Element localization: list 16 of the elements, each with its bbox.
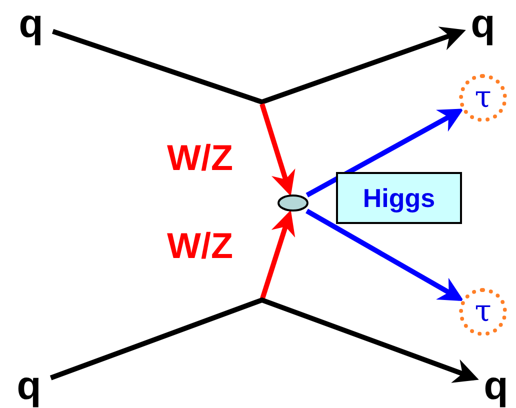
arrow — [306, 208, 464, 302]
tau-symbol: τ — [474, 297, 492, 327]
arrow — [260, 103, 296, 196]
arrow — [52, 26, 466, 105]
quark-label: q — [484, 366, 508, 406]
tau-symbol: τ — [474, 83, 492, 113]
arrow — [306, 108, 464, 198]
arrow — [50, 297, 479, 383]
quark-label: q — [470, 4, 496, 44]
arrow — [260, 210, 296, 301]
edge-label: W/Z — [167, 140, 233, 176]
edge-label: W/Z — [167, 228, 233, 264]
quark-label: q — [18, 4, 44, 44]
particle-label: Higgs — [362, 182, 436, 214]
label-box — [336, 172, 462, 224]
quark-label: q — [16, 366, 42, 406]
